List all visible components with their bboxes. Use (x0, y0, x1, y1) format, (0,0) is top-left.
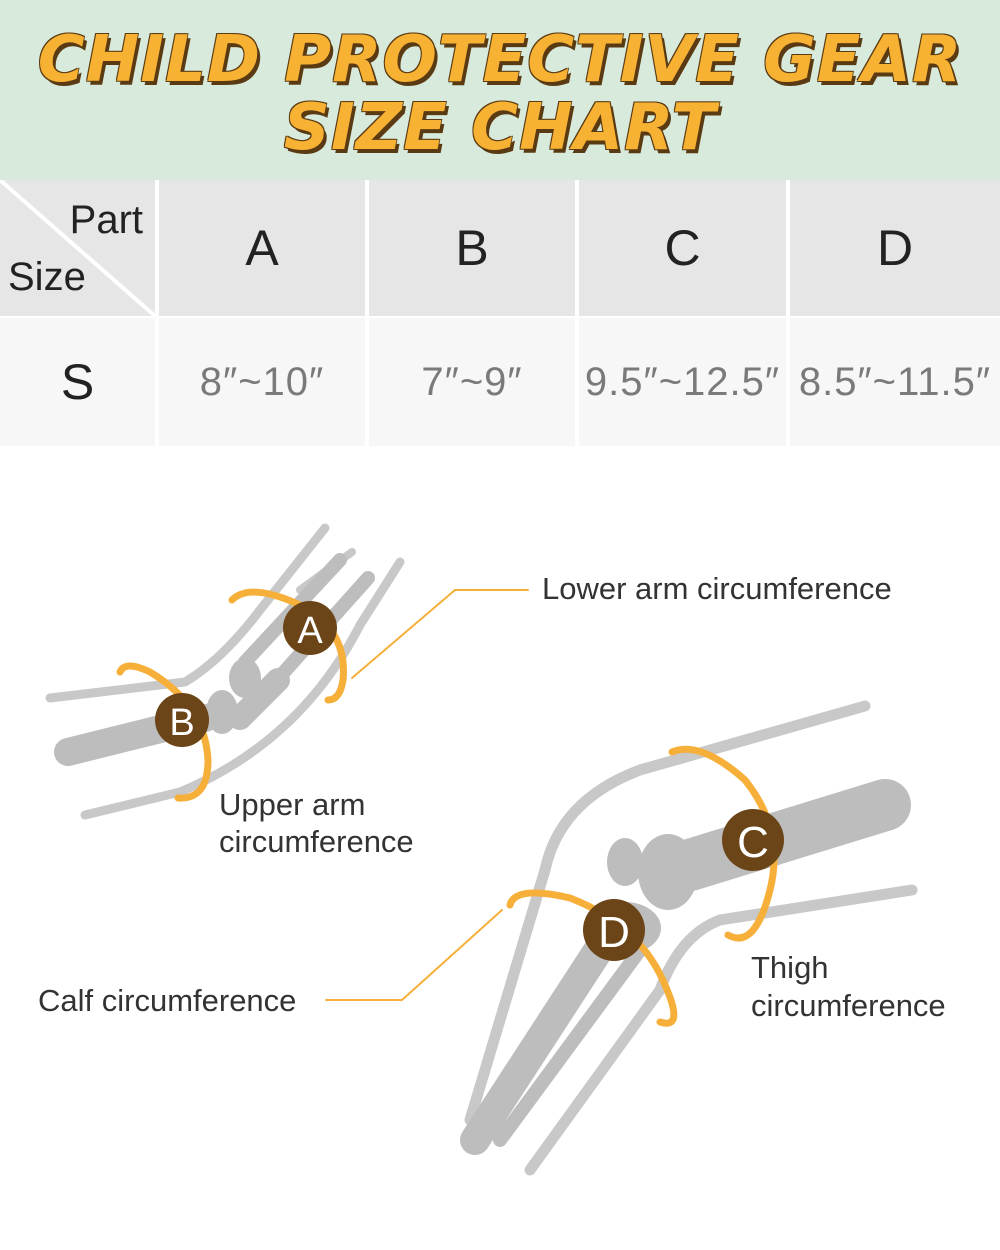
value-cell-d: 8.5″~11.5″ (790, 318, 1000, 446)
value-cell-a: 8″~10″ (159, 318, 365, 446)
measurement-diagram: A B C D Lower arm circumference Upper ar… (0, 446, 1000, 1250)
label-upper-arm-line1: Upper arm (219, 787, 366, 822)
col-header-label: B (455, 220, 489, 276)
marker-c: C (722, 809, 784, 871)
size-table: Part Size A B C D S 8″~10″ 7″~9″ 9.5″~12… (0, 180, 1000, 446)
marker-d: D (583, 899, 645, 961)
col-header-b: B (369, 180, 575, 316)
col-header-a: A (159, 180, 365, 316)
col-header-c: C (579, 180, 786, 316)
corner-diagonal (0, 180, 155, 316)
size-label: S (60, 354, 95, 410)
value-cell-c: 9.5″~12.5″ (579, 318, 786, 446)
col-header-d: D (790, 180, 1000, 316)
value-c: 9.5″~12.5″ (584, 359, 781, 404)
label-thigh-line1: Thigh (751, 950, 829, 985)
label-calf: Calf circumference (38, 983, 297, 1018)
marker-a: A (283, 601, 337, 655)
marker-a-label: A (297, 610, 323, 652)
label-lower-arm: Lower arm circumference (542, 571, 892, 606)
arm-illustration (45, 523, 529, 820)
marker-d-label: D (598, 908, 630, 957)
limb-illustration: A B C D (45, 523, 918, 1176)
value-d: 8.5″~11.5″ (798, 359, 992, 404)
marker-c-label: C (737, 818, 769, 867)
corner-size-label: Size (8, 255, 86, 299)
col-header-label: C (664, 220, 701, 276)
header-banner: CHILD PROTECTIVE GEAR SIZE CHART (0, 0, 1000, 180)
marker-b: B (155, 693, 209, 747)
label-upper-arm-line2: circumference (219, 824, 414, 859)
corner-cell: Part Size (0, 180, 155, 316)
marker-b-label: B (169, 702, 194, 744)
col-header-label: D (876, 220, 914, 276)
value-b: 7″~9″ (421, 359, 523, 404)
row-size-cell: S (0, 318, 155, 446)
page-subtitle: SIZE CHART (283, 91, 717, 165)
value-cell-b: 7″~9″ (369, 318, 575, 446)
page-title: CHILD PROTECTIVE GEAR (37, 23, 963, 97)
label-thigh-line2: circumference (751, 988, 946, 1023)
value-a: 8″~10″ (199, 359, 325, 404)
corner-part-label: Part (69, 198, 143, 242)
col-header-label: A (245, 220, 279, 276)
